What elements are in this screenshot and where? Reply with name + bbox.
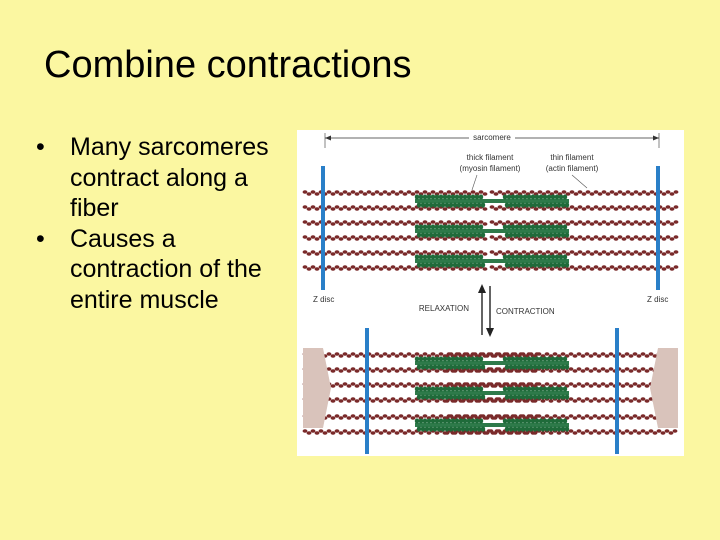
left-push-arrow — [303, 348, 331, 428]
actin-filament — [302, 235, 488, 241]
actin-filament — [444, 352, 678, 358]
sarcomere-label: sarcomere — [473, 133, 511, 142]
z-disc-line — [656, 166, 660, 290]
relaxed-sarcomere — [302, 166, 679, 290]
actin-filament-label: (actin filament) — [546, 164, 599, 173]
myosin-filament — [414, 356, 570, 370]
bullet-marker: • — [36, 133, 45, 161]
bullet-item: • Causes a contraction of the entire mus… — [36, 224, 288, 316]
sarcomere-dimension: sarcomere — [324, 132, 660, 148]
myosin-filament-label: (myosin filament) — [460, 164, 521, 173]
myosin-filament — [414, 418, 570, 432]
bullet-item: • Many sarcomeres contract along a fiber — [36, 132, 288, 224]
relaxation-contraction-arrows: RELAXATION CONTRACTION — [419, 284, 555, 337]
sarcomere-diagram: sarcomere thick filament (myosin filamen… — [297, 130, 684, 456]
relaxation-label: RELAXATION — [419, 304, 469, 313]
bullet-marker: • — [36, 224, 45, 253]
z-disc-line — [615, 328, 619, 454]
thin-filament-label: thin filament — [550, 153, 594, 162]
right-push-arrow — [650, 348, 678, 428]
actin-filament — [302, 205, 488, 211]
contracted-sarcomere — [302, 328, 678, 454]
myosin-filament — [414, 224, 570, 238]
actin-filament — [444, 429, 678, 435]
slide-title: Combine contractions — [44, 44, 412, 86]
z-disc-line — [365, 328, 369, 454]
myosin-filament — [414, 254, 570, 268]
z-disc-line — [321, 166, 325, 290]
z-disc-left-label: Z disc — [313, 295, 334, 304]
z-disc-right-label: Z disc — [647, 295, 668, 304]
myosin-filament — [414, 386, 570, 400]
thick-filament-label: thick filament — [467, 153, 514, 162]
bullet-list: • Many sarcomeres contract along a fiber… — [36, 132, 288, 315]
bullet-text: Many sarcomeres contract along a fiber — [70, 133, 269, 222]
bullet-text: Causes a contraction of the entire muscl… — [70, 224, 262, 314]
contraction-label: CONTRACTION — [496, 307, 555, 316]
actin-filament — [302, 190, 488, 196]
myosin-filament — [414, 194, 570, 208]
